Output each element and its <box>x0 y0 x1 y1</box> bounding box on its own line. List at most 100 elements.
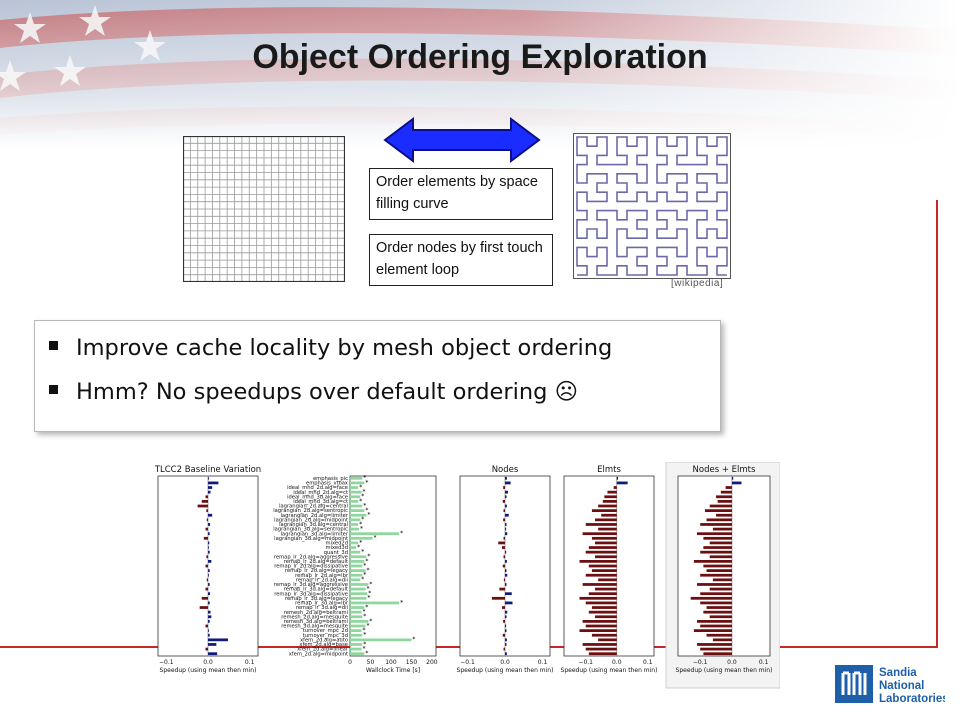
marker-star: * <box>367 585 370 592</box>
marker-star: * <box>361 576 364 583</box>
bar <box>588 652 617 656</box>
axis-label: Wallclock Time [s] <box>366 667 420 674</box>
bar <box>716 495 732 499</box>
bar <box>700 624 732 628</box>
bar <box>716 513 732 517</box>
marker-star: * <box>363 562 366 569</box>
bar <box>350 652 365 656</box>
axis-label: Speedup (using mean then min) <box>160 667 257 674</box>
bar <box>595 555 617 559</box>
category-label: lagrangian_3d.alg=midpoint <box>274 536 348 542</box>
bar <box>579 629 617 632</box>
bar <box>350 638 412 642</box>
bar <box>700 573 732 577</box>
tick-label: 0.0 <box>612 659 622 666</box>
marker-star: * <box>368 590 371 597</box>
bar <box>350 583 369 586</box>
bar <box>709 615 732 619</box>
category-label: remesh_2d.alg=beltrami <box>284 610 348 616</box>
bar <box>205 564 208 568</box>
bar <box>206 518 208 522</box>
bar <box>505 638 507 642</box>
bar <box>350 564 363 568</box>
category-label: remap_lr_2d.alg=default <box>284 559 348 565</box>
marker-star: * <box>362 609 365 616</box>
bar <box>350 513 367 517</box>
bar <box>591 633 617 637</box>
chart-title: Elmts <box>597 465 621 475</box>
tick-label: 0.1 <box>245 659 255 666</box>
marker-star: * <box>374 535 377 542</box>
bar <box>350 518 361 522</box>
bar <box>712 527 732 531</box>
bar <box>690 596 732 600</box>
order-nodes-label: Order nodes by first touch element loop <box>369 234 553 286</box>
bar <box>585 573 617 577</box>
bar <box>588 610 617 614</box>
bar <box>613 486 617 489</box>
bar <box>208 523 211 526</box>
bar <box>505 610 508 614</box>
bar <box>206 555 208 559</box>
bar <box>208 638 228 642</box>
bar <box>208 532 210 536</box>
category-label: turnover_mpc_2d <box>303 628 348 634</box>
bar <box>502 606 505 609</box>
category-label: ideal_mhd_2d.alg=ct <box>293 490 348 496</box>
bar <box>703 546 732 549</box>
bar <box>703 536 732 540</box>
marker-star: * <box>367 567 370 574</box>
marker-star: * <box>357 544 360 551</box>
bar <box>350 500 359 503</box>
tick-label: 0.0 <box>203 659 213 666</box>
category-label: remap_lr_2d.alg=lbr <box>295 573 349 579</box>
marker-star: * <box>412 636 415 643</box>
speedup-charts: TLCC2 Baseline Variation −0.1 0.0 0.1Speedu… <box>154 462 780 689</box>
bar <box>208 643 217 646</box>
bar <box>350 596 367 600</box>
bar <box>731 476 734 480</box>
bar <box>208 569 210 572</box>
bar <box>350 573 363 577</box>
marker-star: * <box>361 516 364 523</box>
bar <box>503 518 505 522</box>
bar <box>205 587 208 591</box>
bar <box>350 560 365 563</box>
bar <box>350 569 366 572</box>
bar <box>706 569 732 572</box>
bar <box>706 633 732 637</box>
bar <box>503 647 505 651</box>
bar <box>350 555 367 559</box>
bar <box>598 578 617 582</box>
bar <box>350 601 400 605</box>
bar <box>731 481 742 485</box>
category-label: lagrangian_2d.alg=midpoint <box>274 517 348 523</box>
bar <box>206 578 208 582</box>
bar <box>616 476 618 480</box>
category-label: remap_lr_3d.alg=dii <box>296 605 348 611</box>
chart-title: TLCC2 Baseline Variation <box>154 465 261 475</box>
bar <box>595 518 617 522</box>
tick-label: −0.1 <box>693 659 708 666</box>
bar <box>579 560 617 563</box>
bar <box>350 629 362 632</box>
bar <box>700 523 732 526</box>
bar <box>591 536 617 540</box>
bar <box>502 633 505 637</box>
bar <box>208 615 212 619</box>
bar <box>205 624 208 628</box>
tick-label: 200 <box>426 659 438 666</box>
category-label: lagrangian_3d.alg=central <box>279 522 348 528</box>
category-label: remap_lr_2d.alg=aggressive <box>274 554 348 560</box>
marker-star: * <box>365 650 368 657</box>
category-label: turnover_mpc_3d <box>303 633 348 639</box>
bar <box>350 643 363 646</box>
tick-label: 150 <box>406 659 418 666</box>
bar <box>199 606 208 609</box>
bar <box>505 643 507 646</box>
bar <box>505 476 507 480</box>
bar <box>704 509 732 512</box>
bar <box>505 583 507 586</box>
bar <box>591 606 617 609</box>
marker-star: * <box>369 581 372 588</box>
